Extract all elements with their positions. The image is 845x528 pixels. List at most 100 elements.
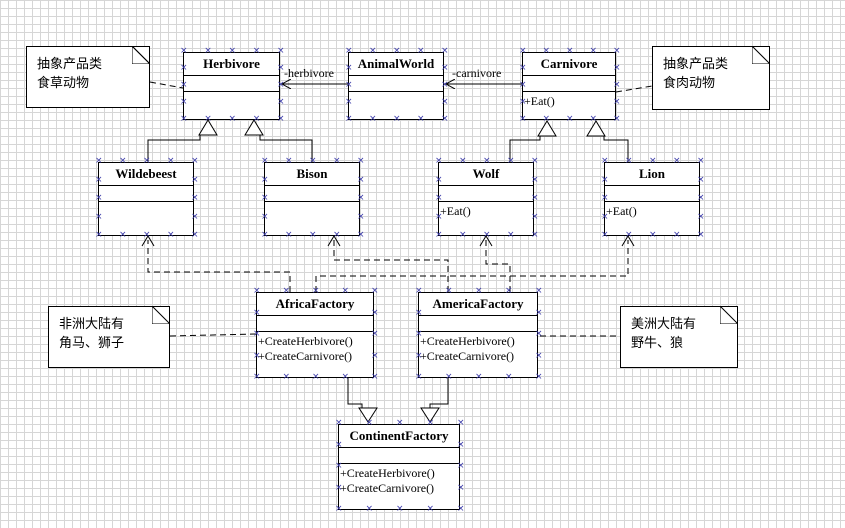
selection-handle[interactable]: ×	[601, 230, 609, 240]
dependency-america-wolf[interactable]	[479, 235, 511, 292]
selection-handle[interactable]: ×	[531, 230, 539, 240]
selection-handle[interactable]: ×	[535, 307, 543, 318]
selection-handle[interactable]: ×	[519, 97, 527, 107]
selection-handle[interactable]: ×	[435, 156, 443, 166]
selection-handle[interactable]: ×	[345, 114, 353, 124]
selection-handle[interactable]: ×	[589, 46, 598, 56]
selection-handle[interactable]: ×	[393, 46, 401, 56]
selection-handle[interactable]: ×	[333, 230, 341, 240]
selection-handle[interactable]: ×	[415, 372, 423, 382]
selection-handle[interactable]: ×	[531, 211, 539, 222]
selection-handle[interactable]: ×	[457, 461, 465, 471]
selection-handle[interactable]: ×	[119, 156, 127, 166]
selection-handle[interactable]: ×	[357, 230, 365, 240]
class-bison[interactable]: Bison	[264, 162, 360, 236]
selection-handle[interactable]: ×	[459, 156, 467, 166]
selection-handle[interactable]: ×	[613, 80, 621, 90]
selection-handle[interactable]: ×	[601, 211, 609, 222]
selection-handle[interactable]: ×	[435, 230, 443, 240]
selection-handle[interactable]: ×	[531, 193, 539, 203]
selection-handle[interactable]: ×	[95, 156, 103, 166]
selection-handle[interactable]: ×	[261, 156, 269, 166]
selection-handle[interactable]: ×	[345, 63, 353, 73]
generalization-herbivore[interactable]	[147, 119, 313, 162]
class-america-factory[interactable]: AmericaFactory +CreateHerbivore() +Creat…	[418, 292, 538, 378]
selection-handle[interactable]: ×	[459, 230, 467, 240]
selection-handle[interactable]: ×	[253, 329, 261, 339]
generalization-carnivore[interactable]	[509, 120, 629, 162]
selection-handle[interactable]: ×	[697, 156, 705, 166]
class-lion[interactable]: Lion +Eat()	[604, 162, 700, 236]
selection-handle[interactable]: ×	[333, 156, 341, 166]
selection-handle[interactable]: ×	[393, 114, 401, 124]
selection-handle[interactable]: ×	[613, 97, 621, 107]
selection-handle[interactable]: ×	[282, 286, 291, 296]
selection-handle[interactable]: ×	[345, 46, 353, 56]
selection-handle[interactable]: ×	[312, 372, 320, 382]
selection-handle[interactable]: ×	[277, 63, 285, 73]
selection-handle[interactable]: ×	[457, 418, 465, 428]
selection-handle[interactable]: ×	[191, 193, 199, 203]
selection-handle[interactable]: ×	[445, 372, 453, 382]
selection-handle[interactable]: ×	[542, 46, 551, 56]
selection-handle[interactable]: ×	[285, 230, 293, 240]
selection-handle[interactable]: ×	[253, 286, 261, 296]
generalization-continent[interactable]	[347, 378, 449, 423]
selection-handle[interactable]: ×	[369, 46, 377, 56]
selection-handle[interactable]: ×	[357, 174, 365, 185]
selection-handle[interactable]: ×	[309, 156, 317, 166]
selection-handle[interactable]: ×	[396, 504, 404, 514]
selection-handle[interactable]: ×	[282, 372, 291, 382]
selection-handle[interactable]: ×	[309, 230, 317, 240]
selection-handle[interactable]: ×	[253, 350, 261, 361]
note-america[interactable]: 美洲大陆有 野牛、狼	[620, 306, 738, 368]
selection-handle[interactable]: ×	[335, 504, 343, 514]
selection-handle[interactable]: ×	[601, 193, 609, 203]
selection-handle[interactable]: ×	[191, 156, 199, 166]
selection-handle[interactable]: ×	[613, 114, 621, 124]
selection-handle[interactable]: ×	[613, 46, 621, 56]
selection-handle[interactable]: ×	[415, 329, 423, 339]
selection-handle[interactable]: ×	[143, 156, 151, 166]
selection-handle[interactable]: ×	[261, 211, 269, 222]
selection-handle[interactable]: ×	[371, 350, 379, 361]
selection-handle[interactable]: ×	[507, 156, 515, 166]
dependency-africa-wildebeest[interactable]	[141, 235, 291, 292]
selection-handle[interactable]: ×	[441, 46, 449, 56]
selection-handle[interactable]: ×	[371, 286, 379, 296]
selection-handle[interactable]: ×	[435, 174, 443, 185]
note-carnivore[interactable]: 抽象产品类 食肉动物	[652, 46, 770, 110]
selection-handle[interactable]: ×	[204, 114, 212, 124]
selection-handle[interactable]: ×	[519, 114, 527, 124]
selection-handle[interactable]: ×	[204, 46, 212, 56]
selection-handle[interactable]: ×	[535, 372, 543, 382]
selection-handle[interactable]: ×	[445, 286, 453, 296]
selection-handle[interactable]: ×	[625, 156, 633, 166]
selection-handle[interactable]: ×	[475, 372, 483, 382]
selection-handle[interactable]: ×	[357, 211, 365, 222]
selection-handle[interactable]: ×	[483, 156, 491, 166]
selection-handle[interactable]: ×	[143, 230, 151, 240]
selection-handle[interactable]: ×	[566, 114, 574, 124]
selection-handle[interactable]: ×	[371, 307, 379, 318]
selection-handle[interactable]: ×	[435, 193, 443, 203]
selection-handle[interactable]: ×	[531, 156, 539, 166]
selection-handle[interactable]: ×	[341, 286, 350, 296]
class-africa-factory[interactable]: AfricaFactory +CreateHerbivore() +Create…	[256, 292, 374, 378]
note-herbivore[interactable]: 抽象产品类 食草动物	[26, 46, 150, 108]
selection-handle[interactable]: ×	[191, 230, 199, 240]
class-herbivore[interactable]: Herbivore	[183, 52, 280, 120]
selection-handle[interactable]: ×	[285, 156, 293, 166]
selection-handle[interactable]: ×	[673, 230, 681, 240]
class-continent-factory[interactable]: ContinentFactory +CreateHerbivore() +Cre…	[338, 424, 460, 510]
selection-handle[interactable]: ×	[475, 286, 483, 296]
selection-handle[interactable]: ×	[180, 80, 188, 90]
selection-handle[interactable]: ×	[589, 114, 598, 124]
dependency-america-bison[interactable]	[327, 235, 449, 292]
selection-handle[interactable]: ×	[417, 46, 425, 56]
selection-handle[interactable]: ×	[542, 114, 551, 124]
selection-handle[interactable]: ×	[357, 193, 365, 203]
selection-handle[interactable]: ×	[396, 418, 404, 428]
selection-handle[interactable]: ×	[519, 80, 527, 90]
selection-handle[interactable]: ×	[191, 174, 199, 185]
